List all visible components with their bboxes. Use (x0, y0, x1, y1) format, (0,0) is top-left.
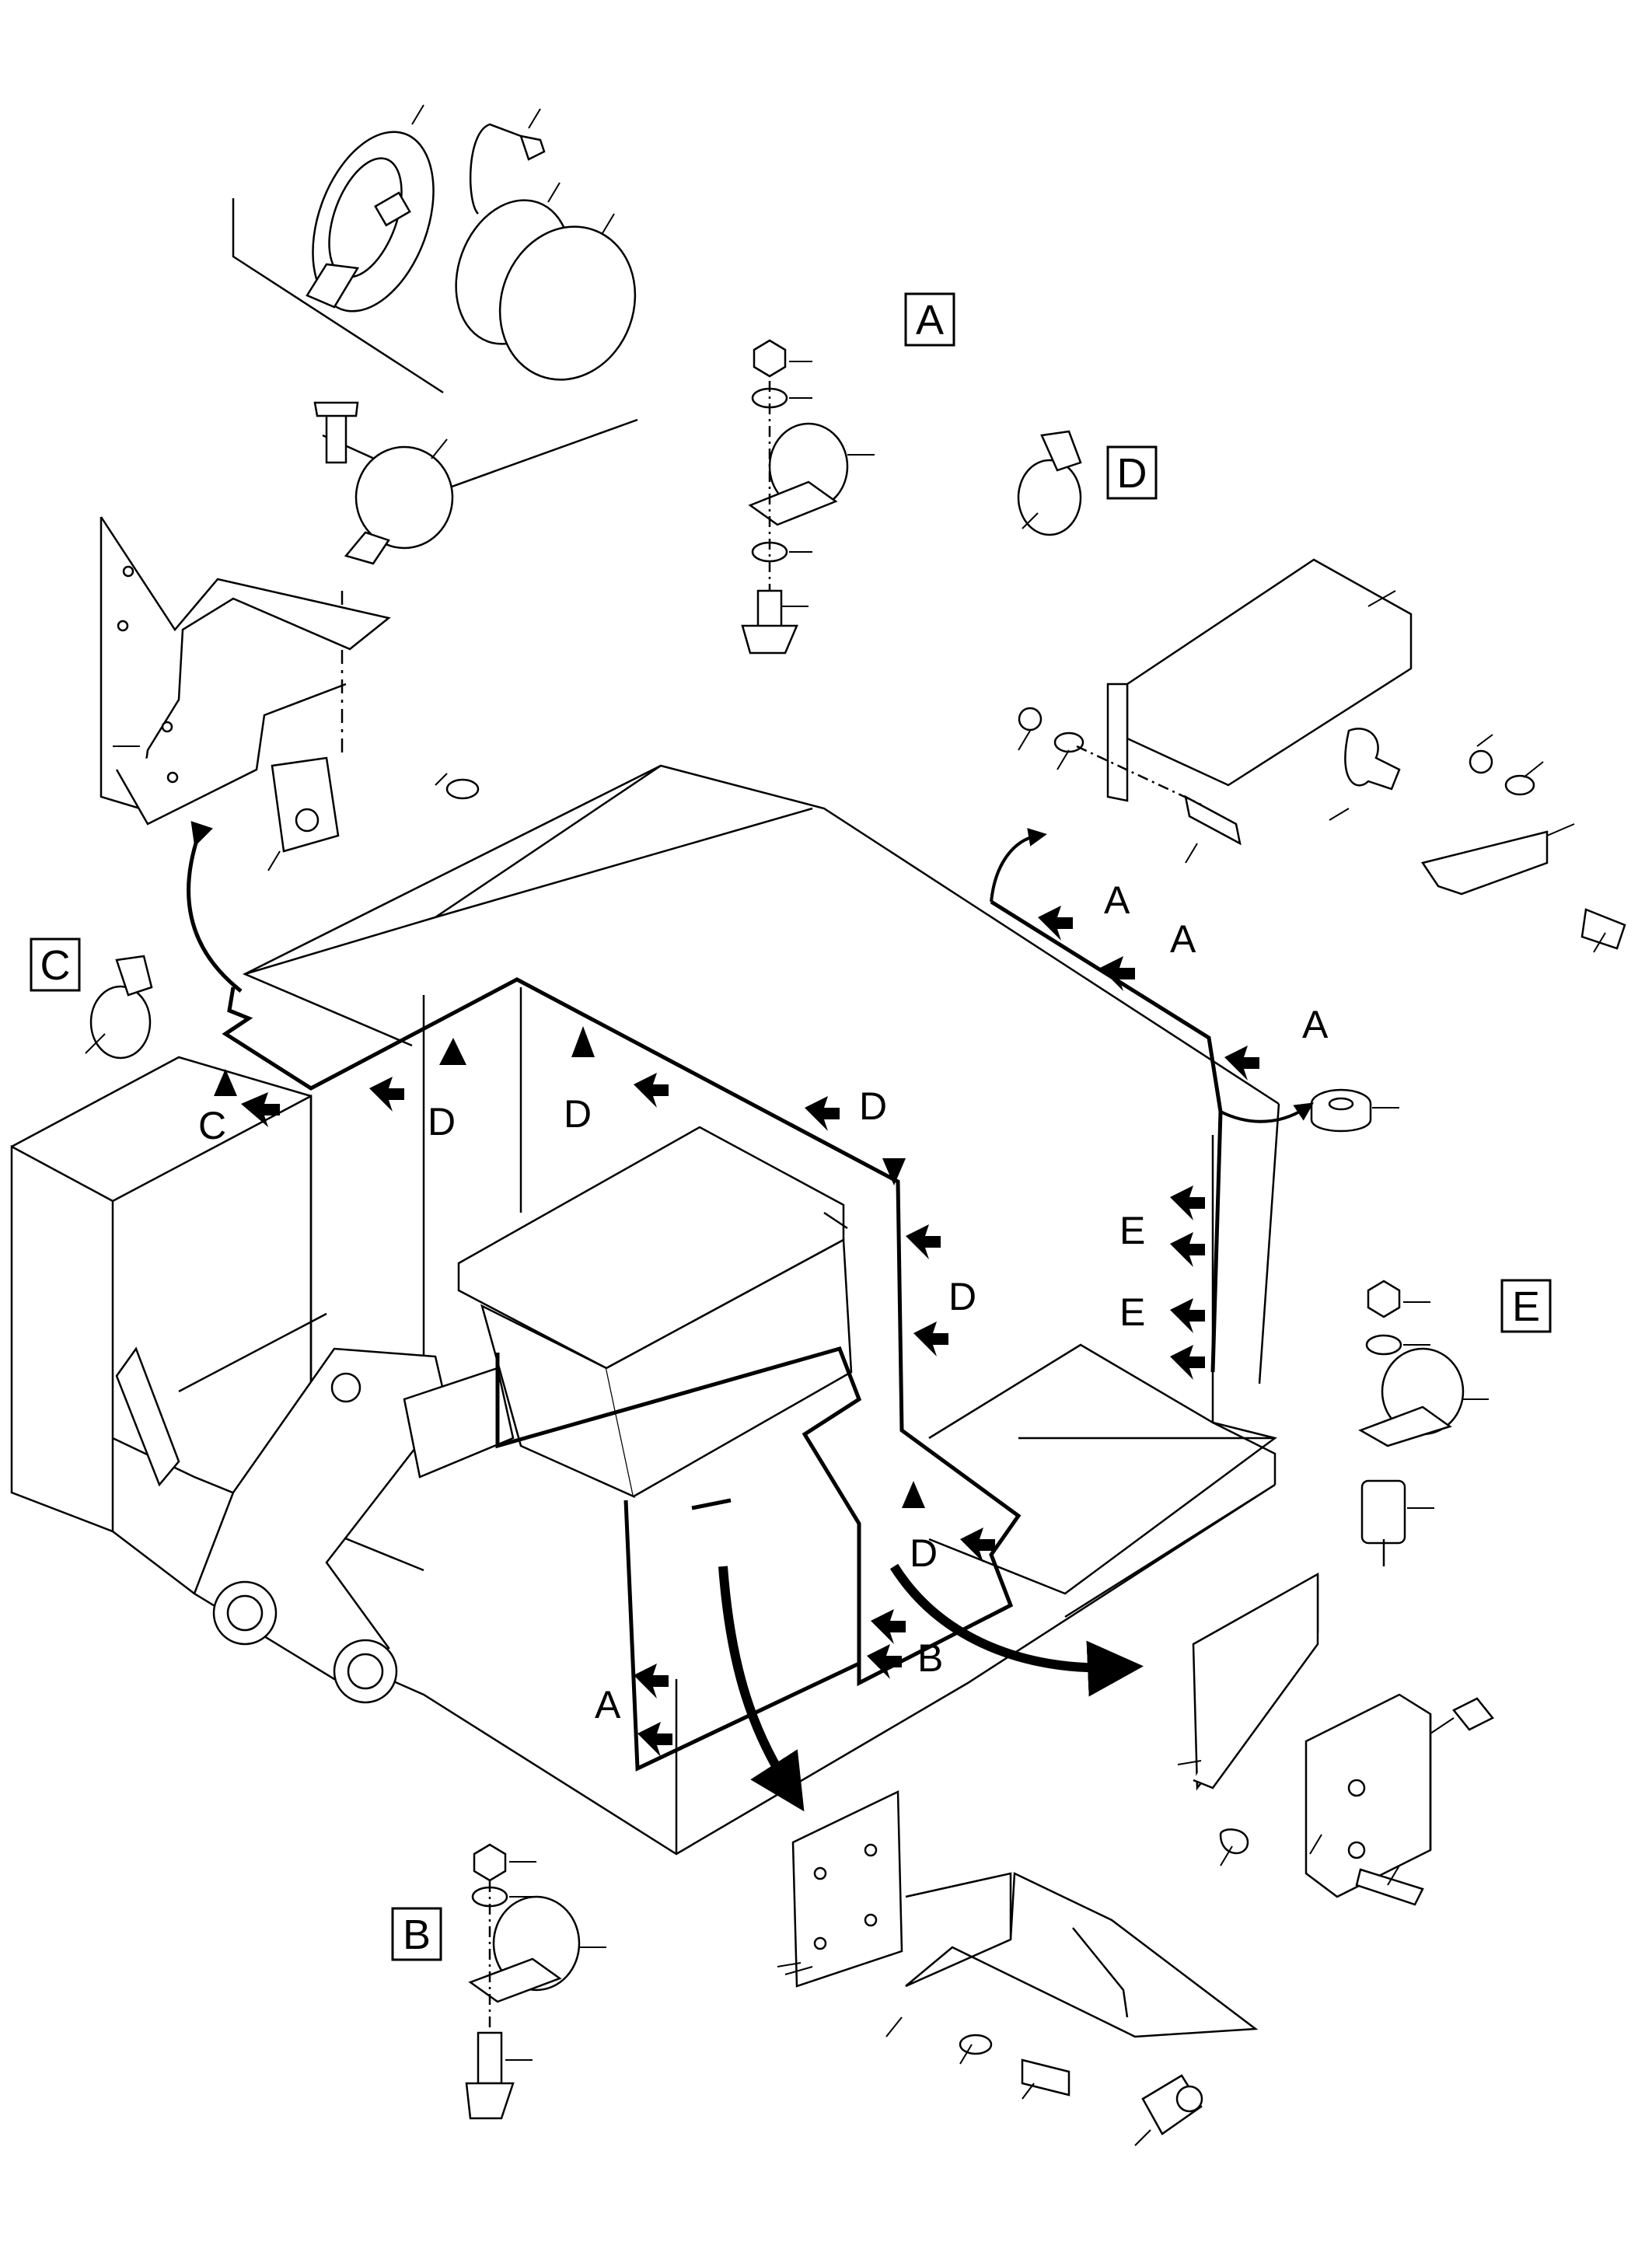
view-label-a: A (904, 292, 955, 347)
horn-bracket-assembly (100, 401, 480, 853)
view-label-d: D (1106, 445, 1158, 500)
routing-arrows (187, 821, 1314, 1812)
clamp-detail-e (1358, 1280, 1465, 1566)
view-label-d-text: D (1117, 450, 1147, 497)
callout-a2: A (1170, 917, 1196, 961)
main-frame (10, 764, 1280, 1856)
callout-a1: A (1104, 878, 1130, 922)
callout-c1: C (198, 1104, 226, 1147)
view-label-b: B (391, 1907, 442, 1961)
view-label-e: E (1500, 1279, 1552, 1333)
leader-lines (85, 104, 1606, 2146)
view-label-c-text: C (40, 942, 71, 989)
callout-e2: E (1119, 1290, 1145, 1334)
callout-d5: D (910, 1531, 938, 1575)
callout-b1: B (917, 1636, 943, 1680)
clamp-detail-c (89, 955, 153, 1060)
pointer-arrows (214, 906, 1259, 1757)
grommet-detail (1310, 1088, 1372, 1133)
clamp-detail-d (1017, 430, 1082, 536)
callout-d2: D (564, 1092, 592, 1136)
callout-d3: D (859, 1084, 887, 1128)
relay-mount-assembly (1192, 1572, 1494, 1906)
clamp-detail-b (465, 1843, 581, 2120)
view-label-e-text: E (1512, 1283, 1540, 1330)
view-label-c: C (30, 937, 81, 992)
lift-arm-linkage (115, 1346, 515, 1704)
view-label-b-text: B (403, 1912, 431, 1958)
callout-letters: A A A A C D D D D D B E E (198, 878, 1329, 1727)
controller-unit (1018, 558, 1626, 950)
battery-box (457, 1126, 853, 1499)
callout-d1: D (428, 1100, 456, 1143)
callout-a3: A (1302, 1003, 1329, 1046)
callout-a4: A (595, 1683, 621, 1727)
wire-harness-route (222, 899, 1223, 1772)
clamp-detail-a (741, 339, 849, 655)
horn-assembly (232, 123, 638, 491)
callout-e1: E (1119, 1209, 1145, 1252)
callout-d4: D (948, 1275, 976, 1318)
view-label-a-text: A (916, 297, 944, 344)
lower-bracket-assembly (791, 1790, 1259, 2135)
